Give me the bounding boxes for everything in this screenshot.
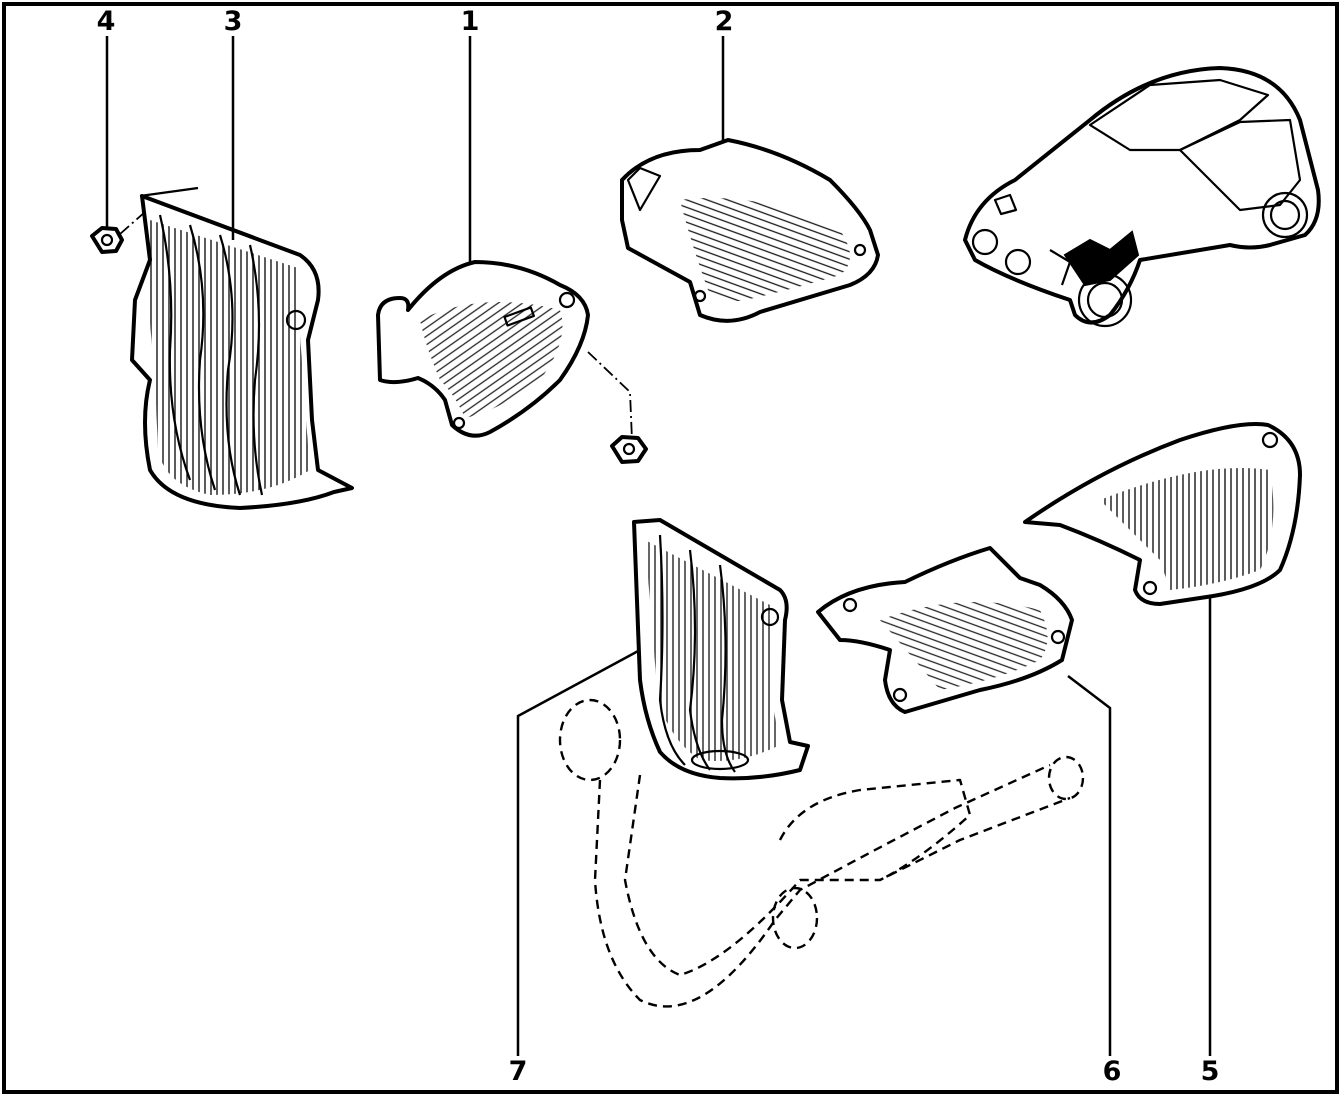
- nut-4: [90, 226, 124, 254]
- heat-shield-2: [620, 138, 880, 323]
- heat-shield-6: [816, 546, 1074, 714]
- callout-label-6: 6: [1103, 1056, 1122, 1087]
- callout-label-5: 5: [1201, 1056, 1220, 1087]
- heat-shield-5: [1023, 422, 1302, 606]
- callout-label-1: 1: [461, 6, 480, 37]
- heat-shield-3: [119, 186, 354, 510]
- callout-labels: 4 3 1 2 7 6 5: [97, 6, 1220, 1087]
- heat-shield-1: [376, 260, 648, 464]
- callout-label-7: 7: [509, 1056, 528, 1087]
- heat-shield-7: [632, 518, 810, 781]
- callout-label-4: 4: [97, 6, 116, 37]
- callout-label-3: 3: [224, 6, 243, 37]
- exhaust-pipe-dashed-icon: [558, 698, 1085, 1008]
- car-locator-icon: [963, 66, 1321, 328]
- callout-label-2: 2: [715, 6, 734, 37]
- leader-lines: [105, 36, 1212, 1056]
